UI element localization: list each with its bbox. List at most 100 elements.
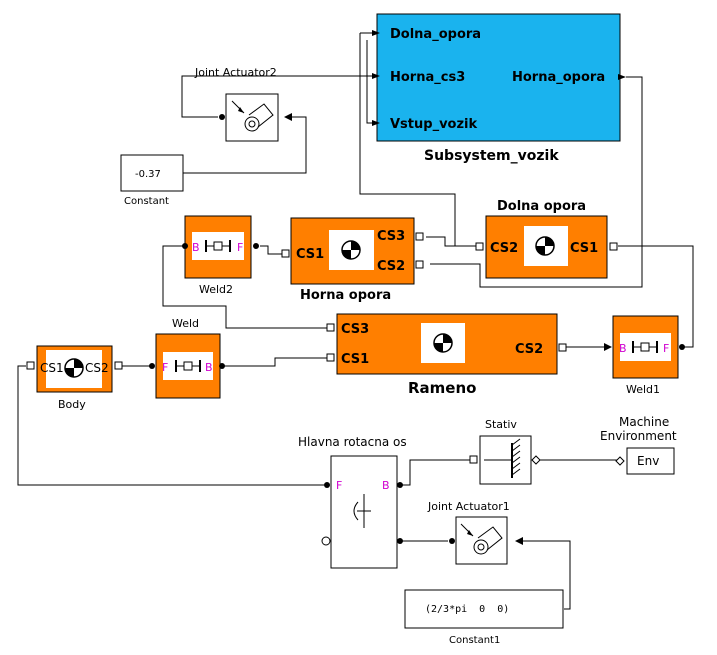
body-cs1: CS1 bbox=[40, 361, 64, 375]
joint-actuator-icon bbox=[460, 523, 503, 555]
horna-opora-port-cs3 bbox=[415, 232, 424, 241]
dolna-opora-cs1: CS1 bbox=[570, 241, 598, 256]
weld2-block[interactable]: B F Weld2 bbox=[182, 215, 259, 296]
constant1-label: Constant1 bbox=[449, 635, 500, 646]
machine-env-label-1: Machine bbox=[619, 415, 669, 429]
weld2-port-f: F bbox=[237, 241, 243, 254]
horna-opora-port-cs2 bbox=[415, 260, 424, 269]
wire-constant[interactable] bbox=[183, 113, 307, 174]
constant-block[interactable]: -0.37 Constant bbox=[120, 154, 184, 207]
wire-horna-opora-output[interactable] bbox=[430, 76, 643, 288]
horna-opora-box[interactable] bbox=[290, 217, 415, 285]
weld2-label: Weld2 bbox=[199, 283, 233, 296]
joint-actuator2-conn-left bbox=[219, 114, 225, 120]
subsystem-vozik-box[interactable] bbox=[376, 13, 621, 142]
hlavna-os-conn-out bbox=[397, 538, 403, 544]
weld-icon bbox=[632, 341, 658, 353]
subsystem-vozik-label: Subsystem_vozik bbox=[424, 148, 559, 164]
joint-actuator1-label: Joint Actuator1 bbox=[427, 500, 510, 513]
hlavna-os-conn-f bbox=[324, 482, 330, 488]
rameno-port-cs3 bbox=[326, 323, 335, 332]
constant-box[interactable] bbox=[120, 154, 184, 192]
body-port-right bbox=[114, 361, 123, 370]
machine-env-box[interactable] bbox=[626, 447, 675, 475]
subsystem-port-out bbox=[618, 74, 626, 80]
stativ-port-right bbox=[531, 455, 541, 465]
weld1-label: Weld1 bbox=[626, 383, 660, 396]
wire-horna-cs3-input[interactable] bbox=[181, 40, 368, 118]
horna-opora-cs3: CS3 bbox=[377, 229, 405, 244]
wire-horna-dolna[interactable] bbox=[426, 236, 476, 247]
wire-constant1[interactable] bbox=[515, 537, 571, 610]
hlavna-rotacna-os-block[interactable]: Hlavna rotacna os F B bbox=[298, 435, 407, 569]
weld-label: Weld bbox=[172, 317, 199, 330]
weld1-conn-right bbox=[679, 344, 685, 350]
dolna-opora-block[interactable]: Dolna opora CS2 CS1 bbox=[475, 199, 618, 279]
subsystem-output-horna-opora: Horna_opora bbox=[512, 70, 605, 85]
weld-conn-right bbox=[219, 363, 225, 369]
subsystem-port-3 bbox=[372, 120, 380, 126]
rameno-label: Rameno bbox=[408, 379, 476, 397]
constant-value: -0.37 bbox=[135, 169, 161, 180]
subsystem-input-dolna-opora: Dolna_opora bbox=[390, 27, 481, 42]
hlavna-os-conn-sensor bbox=[321, 536, 331, 546]
rameno-block[interactable]: CS3 CS1 CS2 Rameno bbox=[326, 313, 567, 397]
wire-body-hlavna[interactable] bbox=[17, 365, 324, 486]
machine-env-port bbox=[615, 456, 625, 466]
cg-icon bbox=[535, 236, 555, 256]
constant1-value: (2/3*pi 0 0) bbox=[425, 604, 509, 615]
body-block[interactable]: CS1 CS2 Body bbox=[26, 345, 123, 411]
weld-port-b: B bbox=[205, 361, 213, 374]
rameno-cs1: CS1 bbox=[341, 352, 369, 367]
subsystem-input-horna-cs3: Horna_cs3 bbox=[390, 70, 465, 85]
dolna-opora-cs2: CS2 bbox=[490, 241, 518, 256]
weld2-conn-right bbox=[253, 243, 259, 249]
rameno-port-cs1 bbox=[326, 353, 335, 362]
body-port-left bbox=[26, 361, 35, 370]
weld1-port-b: B bbox=[619, 342, 627, 355]
connection-lines bbox=[17, 32, 694, 610]
hlavna-os-port-f: F bbox=[336, 479, 342, 492]
subsystem-port-2 bbox=[372, 73, 380, 79]
wire-hlavna-stativ[interactable] bbox=[402, 459, 470, 486]
dolna-opora-port-left bbox=[475, 242, 484, 251]
ground-icon bbox=[484, 438, 521, 478]
horna-opora-label: Horna opora bbox=[300, 288, 391, 303]
weld2-port-b: B bbox=[192, 241, 200, 254]
body-label: Body bbox=[58, 398, 86, 411]
joint-actuator1-conn-left bbox=[449, 538, 455, 544]
constant-label: Constant bbox=[124, 196, 169, 207]
subsystem-port-1 bbox=[372, 30, 380, 36]
stativ-label: Stativ bbox=[485, 418, 517, 431]
weld-conn-left bbox=[149, 363, 155, 369]
weld1-port-f: F bbox=[663, 342, 669, 355]
subsystem-vozik-block[interactable]: Dolna_opora Horna_cs3 Vstup_vozik Horna_… bbox=[372, 13, 626, 164]
wire-vstup-vozik-input[interactable] bbox=[366, 76, 372, 124]
horna-opora-cs2: CS2 bbox=[377, 259, 405, 274]
cg-icon bbox=[433, 333, 453, 353]
wire-weld2-horna[interactable] bbox=[260, 245, 282, 255]
machine-env-label-2: Environment bbox=[600, 429, 677, 443]
machine-env-env: Env bbox=[637, 454, 659, 468]
horna-opora-block[interactable]: CS1 CS3 CS2 Horna opora bbox=[281, 217, 424, 303]
stativ-block[interactable]: Stativ bbox=[469, 418, 541, 485]
dolna-opora-label: Dolna opora bbox=[497, 199, 586, 214]
constant1-box[interactable] bbox=[404, 589, 564, 629]
joint-actuator1-block[interactable]: Joint Actuator1 bbox=[427, 500, 510, 565]
hlavna-os-port-b: B bbox=[382, 479, 390, 492]
joint-actuator2-block[interactable]: Joint Actuator2 bbox=[194, 66, 279, 142]
machine-environment-block[interactable]: Machine Environment Env bbox=[600, 415, 677, 475]
joint-actuator-icon bbox=[231, 100, 274, 132]
stativ-port-left bbox=[469, 455, 478, 464]
wire-dolna-weld1[interactable] bbox=[618, 245, 694, 348]
weld-block[interactable]: Weld F B bbox=[149, 317, 225, 399]
body-cs2: CS2 bbox=[85, 361, 109, 375]
wire-weld-rameno[interactable] bbox=[222, 357, 327, 367]
dolna-opora-port-right bbox=[609, 242, 618, 251]
weld1-block[interactable]: B F Weld1 bbox=[612, 315, 685, 396]
constant1-block[interactable]: (2/3*pi 0 0) Constant1 bbox=[404, 589, 564, 646]
joint-actuator2-label: Joint Actuator2 bbox=[194, 66, 277, 79]
wire-weld2-rameno[interactable] bbox=[162, 245, 327, 329]
horna-opora-cs1: CS1 bbox=[296, 247, 324, 262]
